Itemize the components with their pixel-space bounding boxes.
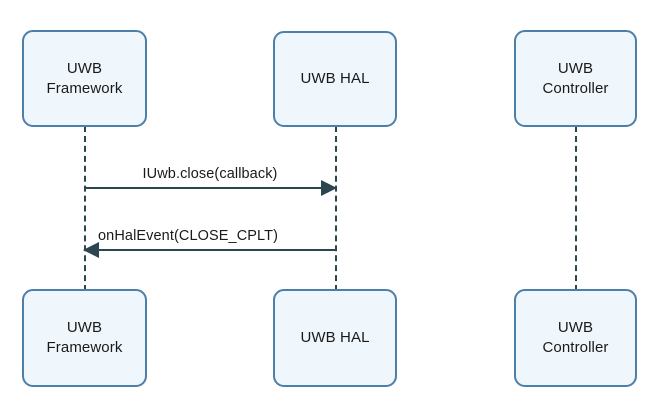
participant-label-uwb-framework-top: UWB Framework xyxy=(46,59,123,97)
arrowhead-right-icon xyxy=(321,180,337,196)
message-iuwb-close[interactable]: IUwb.close(callback) xyxy=(84,166,337,199)
arrowhead-left-icon xyxy=(83,242,99,258)
message-label-iuwb-close: IUwb.close(callback) xyxy=(142,166,278,182)
message-onhalevent-close-cplt[interactable]: onHalEvent(CLOSE_CPLT) xyxy=(83,228,336,261)
participant-box-uwb-hal-top[interactable]: UWB HAL xyxy=(273,31,397,127)
participant-box-uwb-controller-bottom[interactable]: UWB Controller xyxy=(514,289,637,387)
lifeline-uwb-framework xyxy=(84,126,86,291)
participant-box-uwb-controller-top[interactable]: UWB Controller xyxy=(514,30,637,127)
participant-label-uwb-controller-top: UWB Controller xyxy=(542,59,609,97)
message-label-onhalevent-close-cplt: onHalEvent(CLOSE_CPLT) xyxy=(98,228,279,244)
lifeline-uwb-controller xyxy=(575,126,577,291)
message-line-iuwb-close xyxy=(84,187,336,189)
participant-box-uwb-framework-top[interactable]: UWB Framework xyxy=(22,30,147,127)
participant-box-uwb-hal-bottom[interactable]: UWB HAL xyxy=(273,289,397,387)
message-line-onhalevent-close-cplt xyxy=(84,249,336,251)
participant-box-uwb-framework-bottom[interactable]: UWB Framework xyxy=(22,289,147,387)
participant-label-uwb-hal-bottom: UWB HAL xyxy=(300,329,370,347)
participant-label-uwb-framework-bottom: UWB Framework xyxy=(46,319,123,356)
participant-label-uwb-controller-bottom: UWB Controller xyxy=(542,319,609,356)
participant-label-uwb-hal-top: UWB HAL xyxy=(300,70,370,88)
lifeline-uwb-hal xyxy=(335,126,337,291)
